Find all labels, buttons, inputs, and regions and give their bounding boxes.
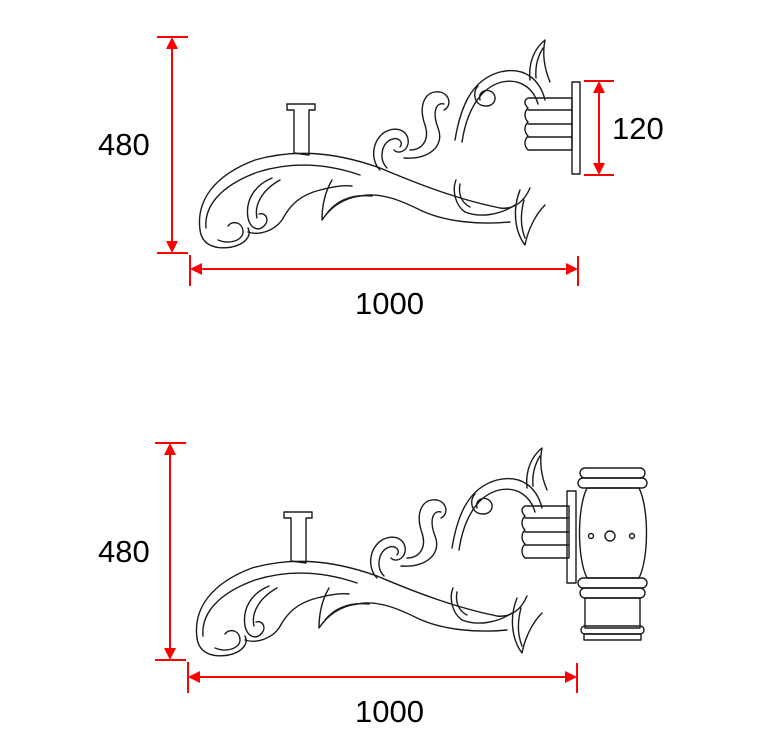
collar-rings [524,97,573,151]
collar-rings [521,505,570,559]
width-label: 1000 [355,694,424,729]
wall-plate [566,490,577,584]
width-dimension-bottom: 1000 [187,662,578,729]
scroll-arm [198,39,551,249]
scroll-arm [195,447,548,657]
width-dimension-top: 1000 [189,255,579,321]
height-dimension-top: 480 [98,36,188,254]
plate-height-label: 120 [612,111,664,146]
bracket-drawing-bottom [195,447,648,657]
height-dimension-bottom: 480 [98,442,186,661]
plate-dimension: 120 [584,80,664,176]
width-label: 1000 [355,286,424,321]
bracket-drawing-top [198,39,581,249]
height-label: 480 [98,534,150,569]
height-label: 480 [98,127,150,162]
lamp-fitter [577,467,648,641]
wall-plate [571,81,581,175]
